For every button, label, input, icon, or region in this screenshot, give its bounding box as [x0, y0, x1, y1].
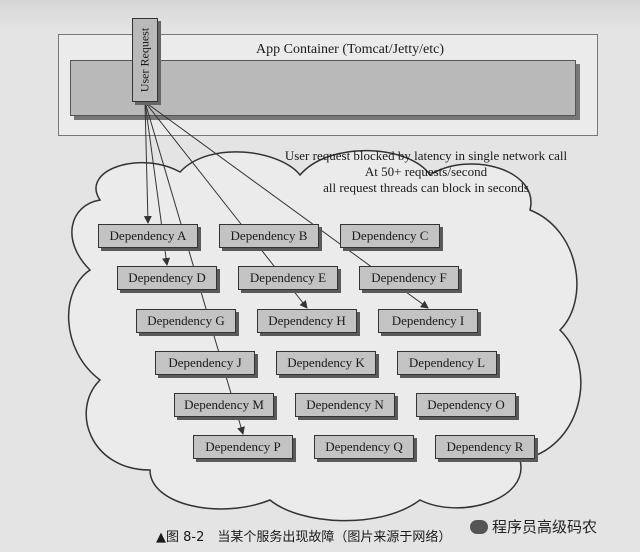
dependency-box: Dependency E — [238, 266, 338, 290]
dependency-cloud — [67, 149, 582, 522]
dependency-box: Dependency D — [117, 266, 217, 290]
dependency-box: Dependency N — [295, 393, 395, 417]
user-request-box: User Request — [132, 18, 158, 102]
dependency-box: Dependency F — [359, 266, 459, 290]
dependency-box: Dependency B — [219, 224, 319, 248]
dependency-box: Dependency G — [136, 309, 236, 333]
app-container-title: App Container (Tomcat/Jetty/etc) — [256, 42, 444, 57]
dependency-box: Dependency R — [435, 435, 535, 459]
dependency-box: Dependency M — [174, 393, 274, 417]
user-request-label: User Request — [137, 27, 152, 93]
request-arrow — [143, 101, 152, 224]
figure-caption: ▲图 8-2 当某个服务出现故障（图片来源于网络） — [156, 530, 452, 545]
dependency-box: Dependency I — [378, 309, 478, 333]
page-top-bleed — [0, 0, 640, 30]
dependency-box: Dependency Q — [314, 435, 414, 459]
dependency-box: Dependency L — [397, 351, 497, 375]
watermark: 程序员高级码农 — [470, 516, 597, 537]
dependency-box: Dependency C — [340, 224, 440, 248]
latency-annotation: User request blocked by latency in singl… — [246, 148, 606, 196]
annotation-line: At 50+ requests/second — [364, 164, 488, 179]
dependency-box: Dependency K — [276, 351, 376, 375]
dependency-box: Dependency P — [193, 435, 293, 459]
dependency-box: Dependency J — [155, 351, 255, 375]
dependency-box: Dependency A — [98, 224, 198, 248]
dependency-box: Dependency H — [257, 309, 357, 333]
annotation-line: all request threads can block in seconds — [323, 180, 529, 195]
annotation-line: User request blocked by latency in singl… — [284, 148, 568, 163]
dependency-box: Dependency O — [416, 393, 516, 417]
watermark-text: 程序员高级码农 — [492, 518, 598, 536]
wechat-icon — [470, 519, 488, 534]
